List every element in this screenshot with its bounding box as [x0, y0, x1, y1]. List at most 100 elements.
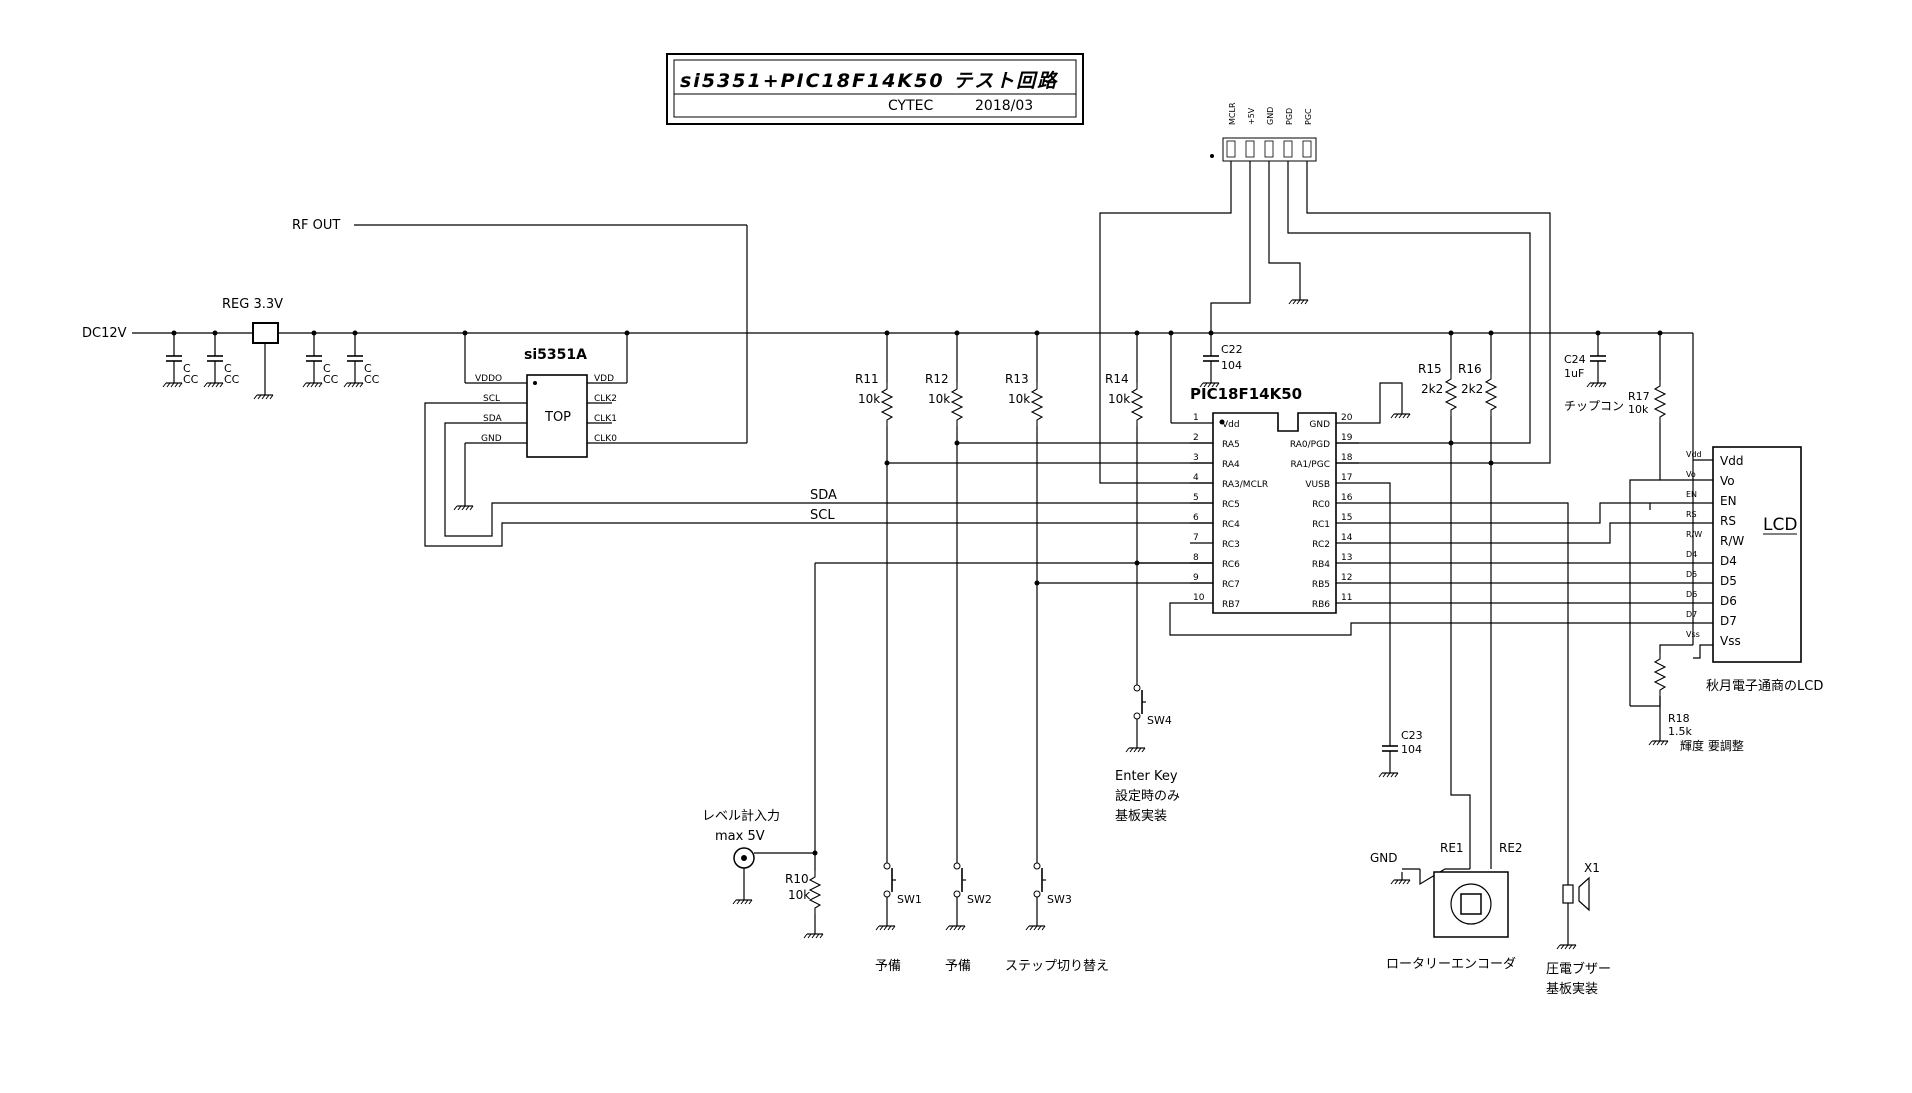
pic-pin-num: 15 [1341, 513, 1352, 523]
pic-pin-num: 4 [1193, 473, 1199, 483]
svg-text:GND: GND [1266, 107, 1275, 125]
pic-pin-label: RC3 [1222, 540, 1240, 550]
svg-text:VDDO: VDDO [475, 374, 502, 384]
svg-text:R10: R10 [785, 872, 809, 886]
pic-pin-num: 5 [1193, 493, 1199, 503]
pic-pin-label: RB7 [1222, 600, 1240, 610]
pic-name: PIC18F14K50 [1190, 385, 1302, 403]
power-section: DC12V REG 3.3V C CC C CC C CC C CC [82, 297, 1713, 461]
svg-text:GND: GND [481, 434, 502, 444]
svg-text:R14: R14 [1105, 372, 1129, 386]
svg-text:R12: R12 [925, 372, 949, 386]
svg-text:1.5k: 1.5k [1668, 725, 1692, 738]
lcd-pin-label: D4 [1720, 554, 1737, 568]
sw4-label1: Enter Key [1115, 769, 1178, 784]
lcd-pin-tag: Vdd [1686, 450, 1702, 459]
pic-pin-num: 20 [1341, 413, 1353, 423]
pic-pin-label: RA1/PGC [1291, 460, 1331, 470]
sw4-label3: 基板実装 [1115, 808, 1167, 824]
si5351-name: si5351A [524, 347, 587, 363]
buzzer-label1: 圧電ブザー [1546, 961, 1611, 977]
pic-pin-label: RC6 [1222, 560, 1240, 570]
r18-note: 輝度 要調整 [1680, 738, 1744, 753]
level-input-max: max 5V [715, 829, 765, 844]
lcd-pin-tag: Vss [1686, 630, 1700, 639]
svg-text:C: C [364, 362, 372, 375]
svg-text:CC: CC [224, 373, 240, 386]
c24-note: チップコン [1564, 399, 1624, 413]
lcd-pin-label: D5 [1720, 574, 1737, 588]
pic-pin-num: 7 [1193, 533, 1199, 543]
pic-pin-label: RA5 [1222, 440, 1240, 450]
pic-pin-num: 13 [1341, 553, 1352, 563]
date-text: 2018/03 [975, 98, 1033, 114]
pic-pin-label: RA4 [1222, 460, 1240, 470]
svg-text:MCLR: MCLR [1228, 102, 1237, 125]
pic-pin-label: RC4 [1222, 520, 1240, 530]
sw3-label: ステップ切り替え [1005, 959, 1109, 974]
lcd-pin-label: Vdd [1720, 454, 1743, 468]
pic-left-pins: 1Vdd2RA53RA44RA3/MCLR5RC56RC47RC38RC69RC… [1190, 413, 1268, 610]
pic-pin-num: 9 [1193, 573, 1199, 583]
title-text: si5351+PIC18F14K50 テスト回路 [680, 70, 1058, 92]
pic-pin-label: RB4 [1312, 560, 1330, 570]
i2c-bus: SDA SCL [424, 402, 1213, 547]
svg-text:GND: GND [1370, 851, 1398, 865]
svg-text:104: 104 [1221, 359, 1242, 372]
pic-pin-num: 11 [1341, 593, 1352, 603]
lcd-pin-label: R/W [1720, 534, 1744, 548]
pic-pin-num: 17 [1341, 473, 1352, 483]
pic-pin-label: RC7 [1222, 580, 1240, 590]
si5351-chip: si5351A TOP VDDO SCL SDA GND VDD CLK2 CL… [453, 330, 630, 511]
lcd-pin-tag: RS [1686, 510, 1697, 519]
lcd-bus [1169, 502, 1713, 885]
pic-pin-num: 12 [1341, 573, 1352, 583]
svg-text:C: C [323, 362, 331, 375]
rf-out-net: RF OUT [292, 218, 748, 444]
svg-text:C24: C24 [1564, 353, 1586, 366]
svg-text:R17: R17 [1628, 390, 1650, 403]
input-switches: R11 10k SW1 予備 R12 10k SW2 予備 R13 10k [855, 330, 1213, 974]
pic-pin-label: RC1 [1312, 520, 1330, 530]
svg-text:CLK2: CLK2 [594, 394, 617, 404]
encoder-section: R15 2k2 R16 2k2 RE1 RE2 GND ロータリーエンコーダ [1370, 330, 1523, 972]
pic-pin-label: VUSB [1305, 480, 1330, 490]
lcd-module: LCD VddVddVoVoENENRSRSR/WR/WD4D4D5D5D6D6… [1686, 446, 1823, 694]
svg-text:SW2: SW2 [967, 893, 992, 906]
lcd-pin-label: D7 [1720, 614, 1737, 628]
lcd-pins: VddVddVoVoENENRSRSR/WR/WD4D4D5D5D6D6D7D7… [1686, 450, 1744, 648]
lcd-pin-label: EN [1720, 494, 1737, 508]
svg-text:SCL: SCL [483, 394, 500, 404]
si5351-body-text: TOP [544, 410, 571, 425]
buzzer: X1 圧電ブザー 基板実装 [1546, 861, 1611, 997]
pic-right-pins: 20GND19RA0/PGD18RA1/PGC17VUSB16RC015RC11… [1290, 413, 1359, 610]
lcd-pin-tag: Vo [1686, 470, 1696, 479]
lcd-pin-tag: D6 [1686, 590, 1697, 599]
svg-text:SW1: SW1 [897, 893, 922, 906]
pic-pin-num: 6 [1193, 513, 1199, 523]
pic-pin-label: RA0/PGD [1290, 440, 1330, 450]
svg-text:SW3: SW3 [1047, 893, 1072, 906]
lcd-support: C24 1uF チップコン R17 10k R18 1.5k 輝度 要調整 [1564, 330, 1744, 753]
lcd-pin-tag: R/W [1686, 530, 1702, 539]
dc12v-label: DC12V [82, 326, 127, 341]
svg-text:PGC: PGC [1304, 108, 1313, 125]
svg-text:CC: CC [364, 373, 380, 386]
svg-text:C23: C23 [1401, 729, 1423, 742]
svg-text:R18: R18 [1668, 712, 1690, 725]
svg-text:CLK0: CLK0 [594, 434, 617, 444]
pic-pin-label: RC2 [1312, 540, 1330, 550]
lcd-pin-tag: D4 [1686, 550, 1697, 559]
svg-text:10k: 10k [1628, 403, 1649, 416]
svg-text:+5V: +5V [1247, 107, 1256, 125]
lcd-pin-tag: EN [1686, 490, 1697, 499]
sda-label: SDA [810, 488, 837, 503]
lcd-pin-label: Vss [1720, 634, 1741, 648]
lcd-vendor: 秋月電子通商のLCD [1706, 679, 1823, 694]
pic-pin-num: 19 [1341, 433, 1353, 443]
pic-pin-num: 14 [1341, 533, 1353, 543]
pic-pin-num: 8 [1193, 553, 1199, 563]
icsp-header: MCLR +5V GND PGD PGC [1099, 102, 1551, 484]
pic-pin-label: RB6 [1312, 600, 1330, 610]
